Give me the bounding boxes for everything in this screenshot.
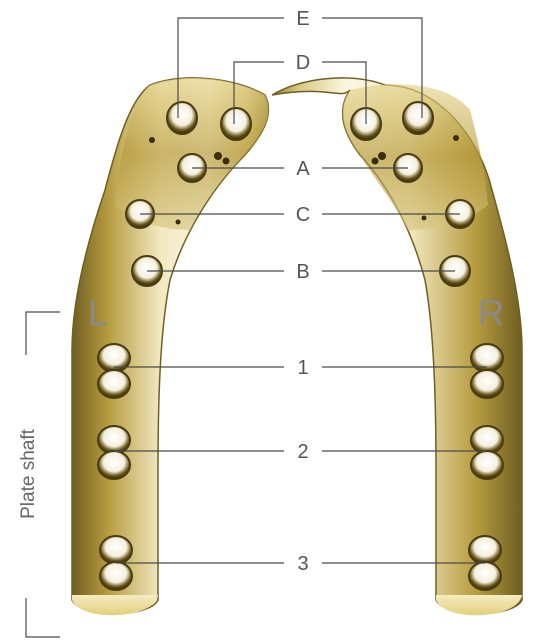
left-kwire-hole (176, 220, 181, 225)
bracket-top (26, 312, 60, 355)
callout-labels: E D A C B 1 2 3 (296, 8, 311, 575)
callout-a: A (296, 158, 310, 180)
left-hole-d (221, 108, 251, 140)
left-hole-e (167, 102, 197, 134)
left-plate: L (72, 78, 268, 615)
right-kwire-hole (422, 216, 427, 221)
callout-e: E (296, 8, 309, 30)
callout-1: 1 (297, 357, 308, 379)
left-kwire-hole (149, 137, 155, 143)
callout-2: 2 (297, 441, 308, 463)
right-kwire-hole (453, 135, 459, 141)
right-side-label: R (478, 292, 504, 333)
left-plate-tip (72, 595, 158, 615)
right-kwire-hole (378, 152, 386, 160)
plate-shaft-bracket: Plate shaft (18, 312, 60, 637)
callout-c: C (296, 204, 310, 226)
bracket-bottom (26, 598, 60, 637)
left-side-label: L (88, 292, 108, 333)
callout-3: 3 (297, 553, 308, 575)
right-kwire-hole (372, 158, 379, 165)
right-plate-tip (436, 595, 522, 615)
left-kwire-hole (214, 152, 222, 160)
callout-b: B (296, 261, 309, 283)
plate-shaft-label: Plate shaft (18, 428, 39, 518)
right-hole-e (403, 102, 433, 134)
left-kwire-hole (223, 158, 230, 165)
callout-d: D (296, 52, 310, 74)
